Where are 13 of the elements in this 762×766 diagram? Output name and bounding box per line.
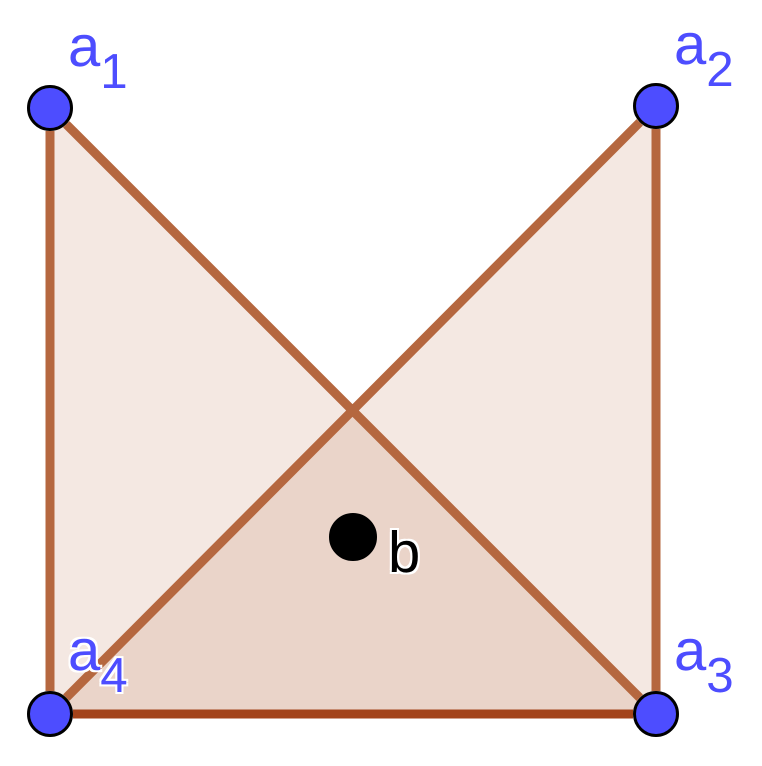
point-label: a$_{2}$ (674, 16, 734, 94)
line-segment (73, 710, 633, 718)
point-marker (633, 691, 679, 737)
point-marker (633, 83, 679, 129)
point-label: a$_{1}$ (68, 18, 128, 96)
line-segment (46, 131, 54, 691)
point-label: a$_{3}$ (674, 622, 734, 700)
point-marker (27, 85, 73, 131)
point-label: b (388, 524, 420, 582)
point-marker (329, 513, 377, 561)
point-label: a$_{4}$ (68, 622, 128, 700)
line-segment (652, 129, 660, 691)
point-marker (27, 691, 73, 737)
